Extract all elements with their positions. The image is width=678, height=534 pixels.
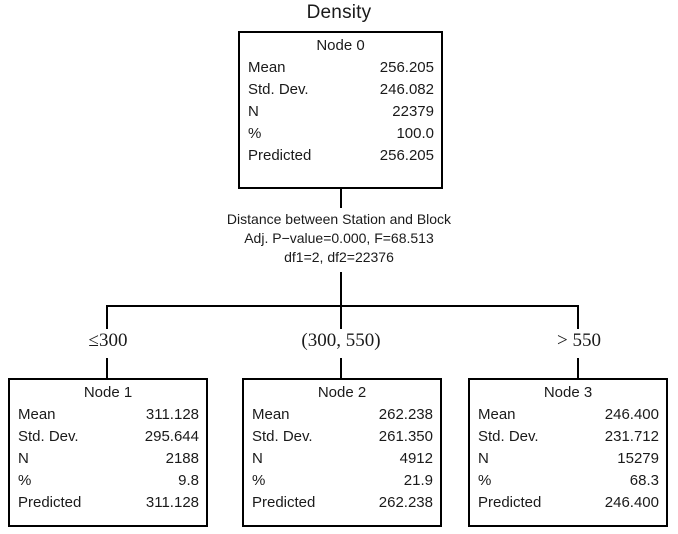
row-label: Std. Dev. [478,428,539,445]
node-3-row-std-dev: Std. Dev. 231.712 [478,426,659,448]
row-label: Mean [248,59,286,76]
branch-label-node-1: ≤300 [82,329,134,353]
connector-root-stem [340,189,342,208]
row-label: Predicted [18,494,82,511]
node-1-row-mean: Mean 311.128 [18,404,199,426]
node-3-row-mean: Mean 246.400 [478,404,659,426]
row-value: 256.205 [379,59,434,76]
node-3-header: Node 3 [543,384,593,401]
row-label: % [18,472,32,489]
row-label: % [248,125,262,142]
row-value: 21.9 [403,472,433,489]
node-2-row-n: N 4912 [252,448,433,470]
node-2-box[interactable]: Node 2 Mean 262.238 Std. Dev. 261.350 N … [242,378,442,527]
row-value: 231.712 [604,428,659,445]
row-label: N [248,103,259,120]
node-0-box[interactable]: Node 0 Mean 256.205 Std. Dev. 246.082 N … [238,31,443,189]
node-1-rows: Mean 311.128 Std. Dev. 295.644 N 2188 % … [10,404,206,514]
row-value: 100.0 [396,125,434,142]
node-1-row-percent: % 9.8 [18,470,199,492]
connector-split-stem [340,272,342,306]
node-1-row-n: N 2188 [18,448,199,470]
row-value: 2188 [165,450,199,467]
row-label: Predicted [478,494,542,511]
node-0-row-std-dev: Std. Dev. 246.082 [248,79,434,101]
node-3-box[interactable]: Node 3 Mean 246.400 Std. Dev. 231.712 N … [468,378,668,527]
row-value: 9.8 [178,472,199,489]
row-label: Predicted [252,494,316,511]
row-value: 246.400 [604,406,659,423]
node-2-row-std-dev: Std. Dev. 261.350 [252,426,433,448]
branch-label-node-2: (300, 550) [295,329,387,353]
node-0-row-n: N 22379 [248,101,434,123]
connector-branch-left-lower [106,358,108,378]
node-0-rows: Mean 256.205 Std. Dev. 246.082 N 22379 %… [240,57,441,167]
row-value: 15279 [617,450,659,467]
row-value: 4912 [399,450,433,467]
row-label: Std. Dev. [248,81,309,98]
node-2-row-percent: % 21.9 [252,470,433,492]
connector-branch-middle-lower [340,358,342,378]
row-label: % [252,472,266,489]
connector-branch-right-lower [577,358,579,378]
connector-branch-left-upper [106,305,108,329]
connector-branch-right-upper [577,305,579,329]
node-2-row-predicted: Predicted 262.238 [252,492,433,514]
row-label: Mean [252,406,290,423]
row-value: 311.128 [145,406,199,423]
node-0-header: Node 0 [316,37,365,54]
chart-title: Density [306,2,372,23]
split-degrees-of-freedom: df1=2, df2=22376 [284,249,394,265]
connector-branch-bar [106,305,579,307]
row-value: 22379 [392,103,434,120]
node-0-row-percent: % 100.0 [248,123,434,145]
branch-label-node-3: > 550 [551,329,607,353]
row-value: 256.205 [379,147,434,164]
row-value: 246.082 [379,81,434,98]
node-2-header: Node 2 [317,384,367,401]
node-0-row-mean: Mean 256.205 [248,57,434,79]
row-label: Mean [18,406,56,423]
row-value: 262.238 [378,406,433,423]
connector-branch-middle-upper [340,305,342,329]
row-label: Std. Dev. [18,428,79,445]
row-value: 311.128 [145,494,199,511]
row-label: % [478,472,492,489]
node-3-rows: Mean 246.400 Std. Dev. 231.712 N 15279 %… [470,404,666,514]
row-value: 295.644 [144,428,199,445]
node-3-row-percent: % 68.3 [478,470,659,492]
row-value: 261.350 [378,428,433,445]
node-1-row-predicted: Predicted 311.128 [18,492,199,514]
row-value: 246.400 [604,494,659,511]
node-1-box[interactable]: Node 1 Mean 311.128 Std. Dev. 295.644 N … [8,378,208,527]
row-label: Std. Dev. [252,428,313,445]
row-label: Predicted [248,147,312,164]
row-label: N [478,450,489,467]
row-label: Mean [478,406,516,423]
split-variable: Distance between Station and Block [226,211,452,227]
node-1-header: Node 1 [83,384,133,401]
node-2-rows: Mean 262.238 Std. Dev. 261.350 N 4912 % … [244,404,440,514]
node-3-row-n: N 15279 [478,448,659,470]
node-2-row-mean: Mean 262.238 [252,404,433,426]
row-label: N [252,450,263,467]
row-value: 262.238 [378,494,433,511]
row-label: N [18,450,29,467]
split-criterion: Distance between Station and Block Adj. … [0,210,678,267]
node-1-row-std-dev: Std. Dev. 295.644 [18,426,199,448]
row-value: 68.3 [629,472,659,489]
node-3-row-predicted: Predicted 246.400 [478,492,659,514]
split-statistics: Adj. P−value=0.000, F=68.513 [244,230,434,246]
node-0-row-predicted: Predicted 256.205 [248,145,434,167]
